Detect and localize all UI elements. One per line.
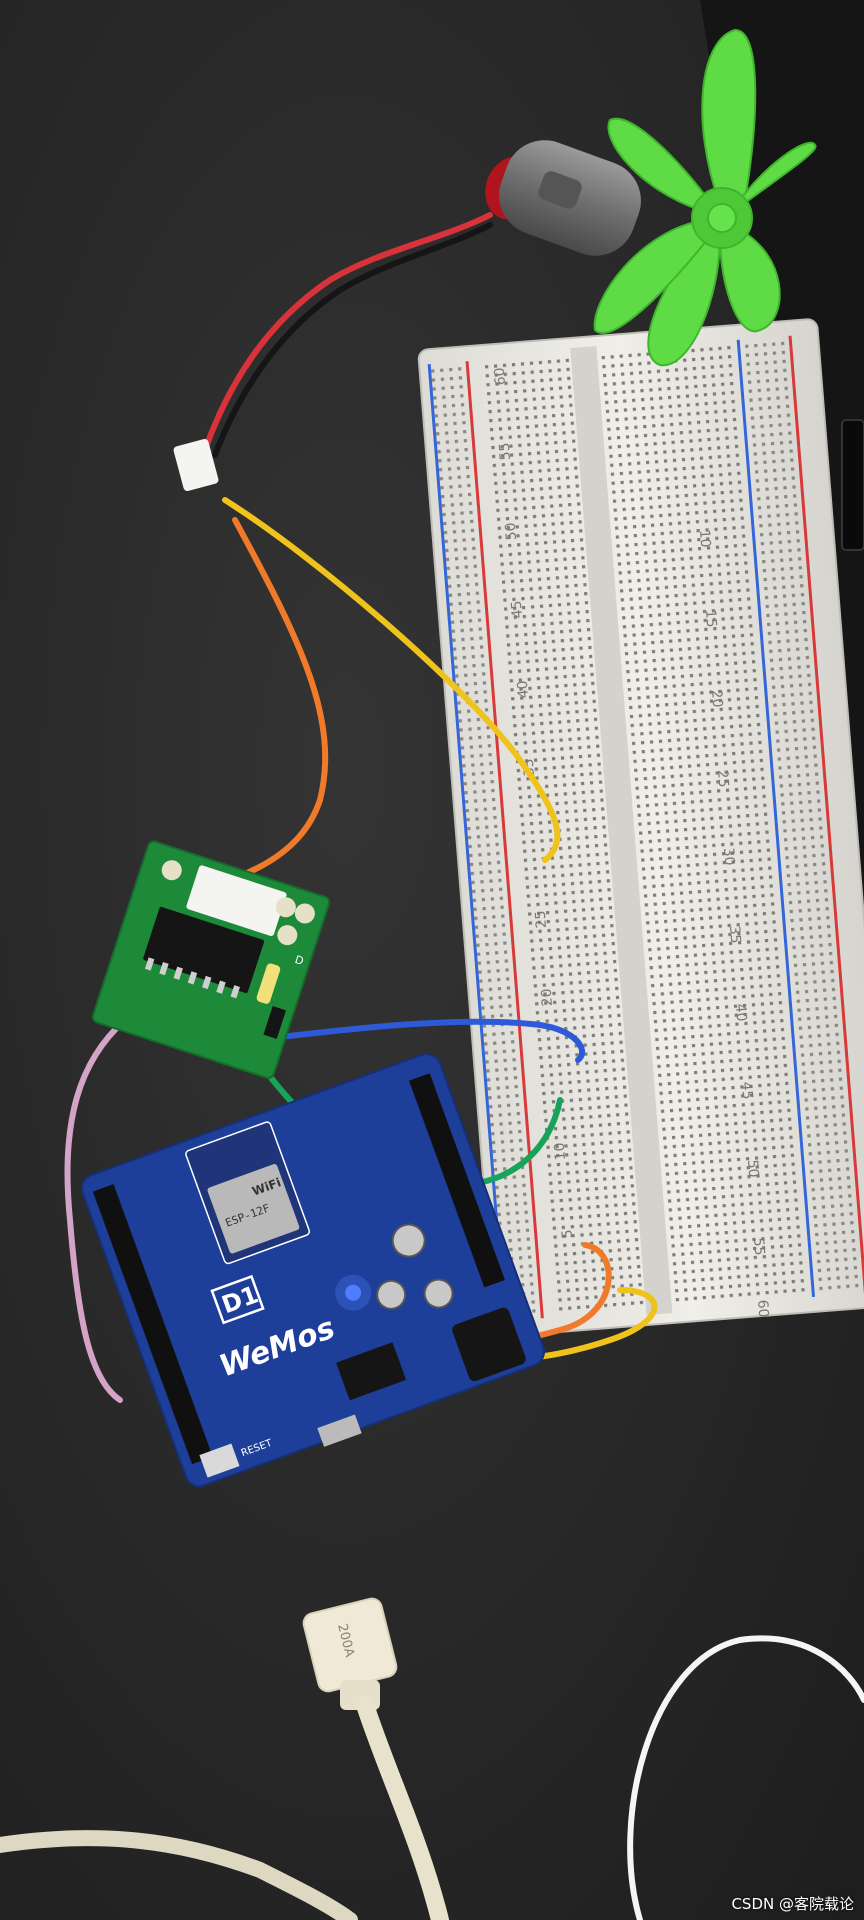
bb-num: 35 [726,925,743,944]
bb-num: 30 [720,847,737,866]
driver-board: D [91,840,331,1079]
bb-num: 25 [714,769,731,788]
wire-black [212,222,493,458]
bb-num: 20 [708,689,725,708]
wire-yellow [222,497,561,863]
bb-num: 55 [750,1237,767,1256]
bb-num: 60 [492,367,509,386]
bb-num: 40 [515,680,532,699]
breadboard [417,318,864,1338]
wire-pink [64,1017,128,1403]
laptop-port [841,419,864,551]
bb-num: 15 [702,609,719,628]
breadboard-right-numbers: 10 15 20 25 30 35 40 45 50 55 60 [696,529,771,1318]
dc-motor [485,140,641,256]
white-cable [627,1635,864,1920]
driver-led-label: D [293,953,305,968]
bb-num: 45 [738,1081,755,1100]
status-led [345,1284,362,1301]
bb-num: 40 [732,1003,749,1022]
wire-red [202,212,493,453]
bb-num: 10 [552,1142,569,1161]
bb-num: 45 [509,600,526,619]
bb-num: 50 [744,1159,761,1178]
watermark: CSDN @客院载论 [731,1895,854,1913]
bb-num: 25 [533,910,550,929]
wemos-d1-board: ESP-12F WiFi D1 WeMos RESET [80,1052,546,1488]
wire-blue [252,1018,586,1063]
fan-propeller [593,28,817,367]
bb-num: 55 [497,442,514,461]
jst-connector [173,439,219,491]
bb-num: 5 [559,1229,576,1239]
bb-num: 10 [696,529,713,548]
bb-num: 20 [539,988,556,1007]
bb-num: 50 [503,522,520,541]
usb-cable: 200A [0,1597,449,1920]
bb-num: 60 [754,1299,771,1318]
